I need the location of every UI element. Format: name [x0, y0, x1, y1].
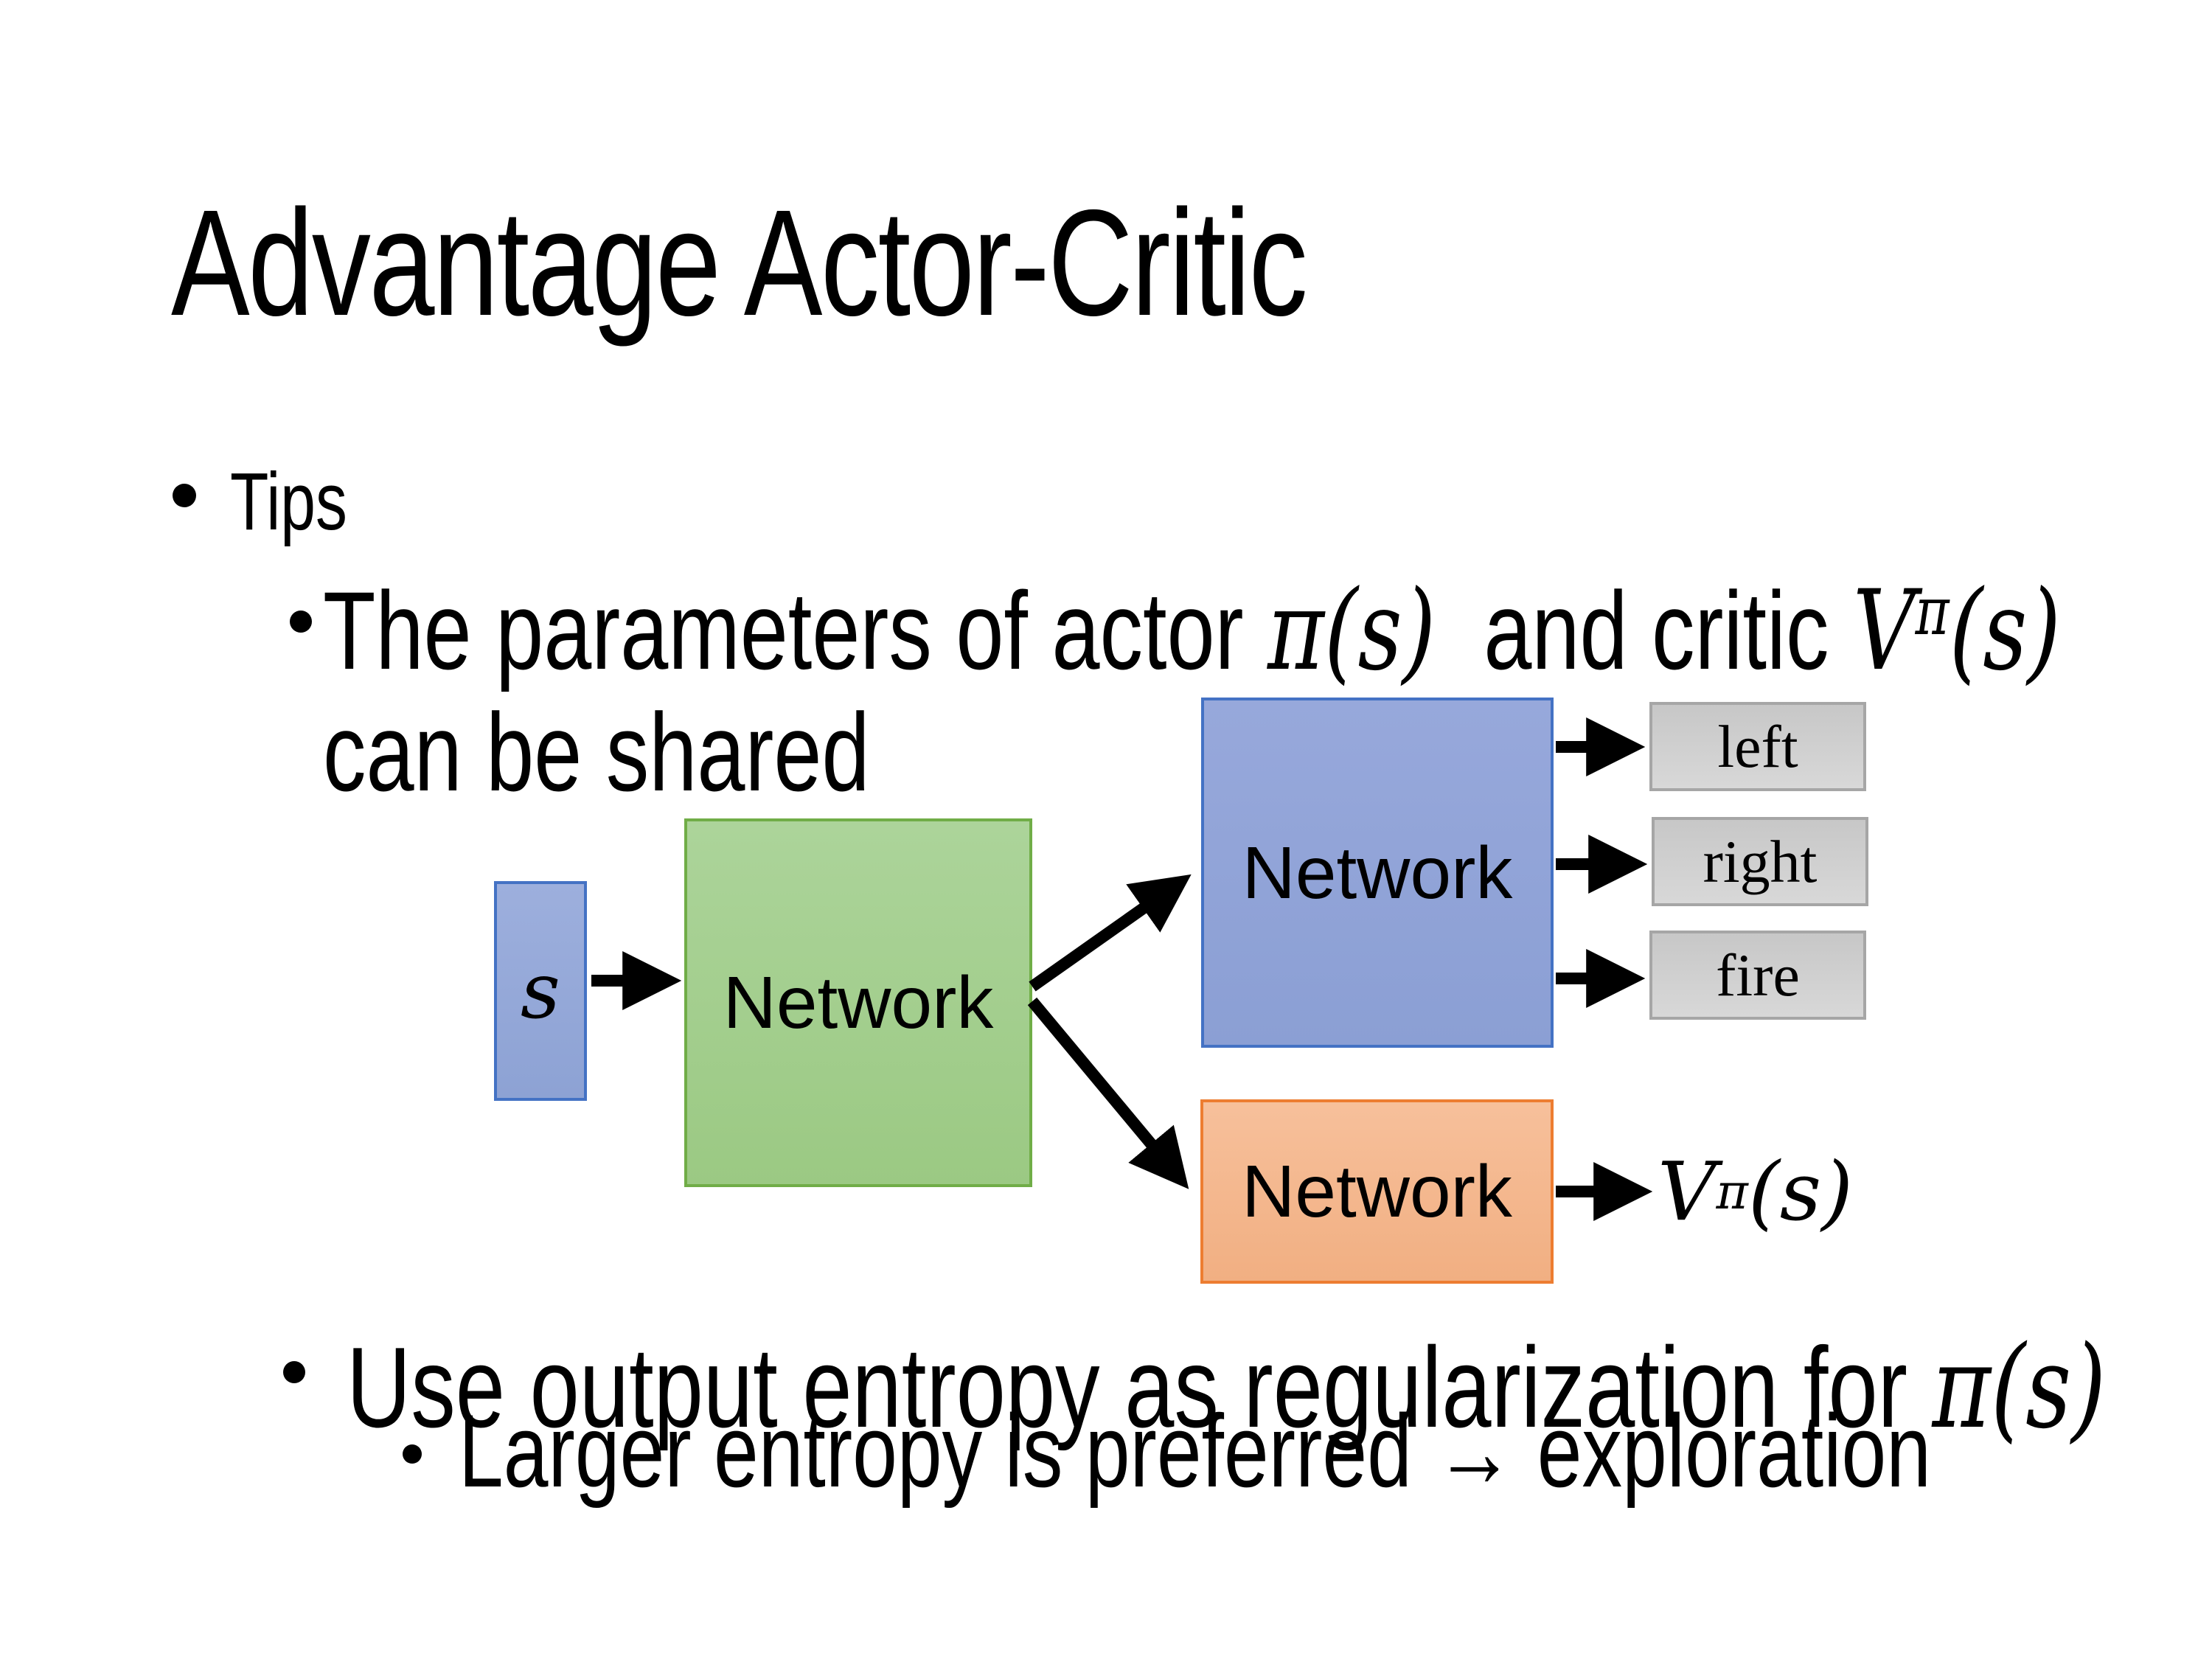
- bullet-dot-exploration: [403, 1444, 422, 1464]
- v-pi-sup-inline: π: [1915, 573, 1950, 651]
- v-pi-base-inline: V: [1852, 567, 1916, 695]
- bullet-entropy: Use output entropy as regularization for…: [347, 1330, 2212, 1444]
- action-box-right: right: [1652, 817, 1868, 906]
- bullet-shared-seg1: The parameters of actor: [323, 568, 1268, 692]
- arrow-shared-to-policy: [1029, 874, 1192, 992]
- bullet-dot-shared: [290, 611, 312, 633]
- page-title: Advantage Actor-Critic: [171, 187, 1627, 338]
- state-label: s: [521, 945, 560, 1036]
- bullet-shared-line2: can be shared: [323, 697, 1024, 807]
- shared-network-box: Network: [684, 818, 1032, 1187]
- bullet-shared-line1: The parameters of actor π(s) and critic …: [323, 575, 2212, 686]
- value-network-box: Network: [1200, 1099, 1554, 1284]
- bullet-tips: Tips: [230, 462, 380, 543]
- action-label-right: right: [1703, 827, 1818, 895]
- policy-network-box: Network: [1201, 698, 1554, 1048]
- bullet-dot-tips: [173, 484, 196, 507]
- pi-s-inline-2: π(s): [1932, 1321, 2107, 1454]
- shared-network-label: Network: [723, 961, 994, 1044]
- value-output-sup: π: [1716, 1163, 1748, 1220]
- state-box: s: [494, 881, 587, 1101]
- bullet-shared-line1-content: The parameters of actor π(s) and critic …: [323, 575, 2061, 686]
- page-title-text: Advantage Actor-Critic: [171, 178, 1308, 347]
- pi-s-inline: π(s): [1267, 567, 1436, 695]
- bullet-dot-entropy: [283, 1361, 305, 1383]
- bullet-tips-label: Tips: [230, 456, 347, 547]
- bullet-exploration: Larger entropy is preferred → exploratio…: [459, 1399, 2212, 1503]
- action-box-fire: fire: [1649, 931, 1866, 1020]
- v-pi-tail-inline: (s): [1949, 567, 2061, 695]
- action-label-left: left: [1717, 712, 1798, 780]
- action-box-left: left: [1649, 702, 1866, 791]
- value-output-base: V: [1658, 1144, 1717, 1239]
- value-output-tail: (s): [1747, 1144, 1854, 1239]
- policy-network-label: Network: [1242, 831, 1513, 914]
- arrow-shared-to-value: [1027, 997, 1189, 1189]
- bullet-shared-seg2: and critic: [1436, 568, 1853, 692]
- bullet-exploration-text: Larger entropy is preferred → exploratio…: [459, 1393, 1931, 1509]
- action-label-fire: fire: [1716, 941, 1800, 1009]
- bullet-shared-line2-text: can be shared: [323, 690, 870, 814]
- value-network-label: Network: [1242, 1150, 1512, 1233]
- bullet-entropy-content: Use output entropy as regularization for…: [347, 1330, 2106, 1444]
- bullet-entropy-seg1: Use output entropy as regularization for: [347, 1324, 1933, 1451]
